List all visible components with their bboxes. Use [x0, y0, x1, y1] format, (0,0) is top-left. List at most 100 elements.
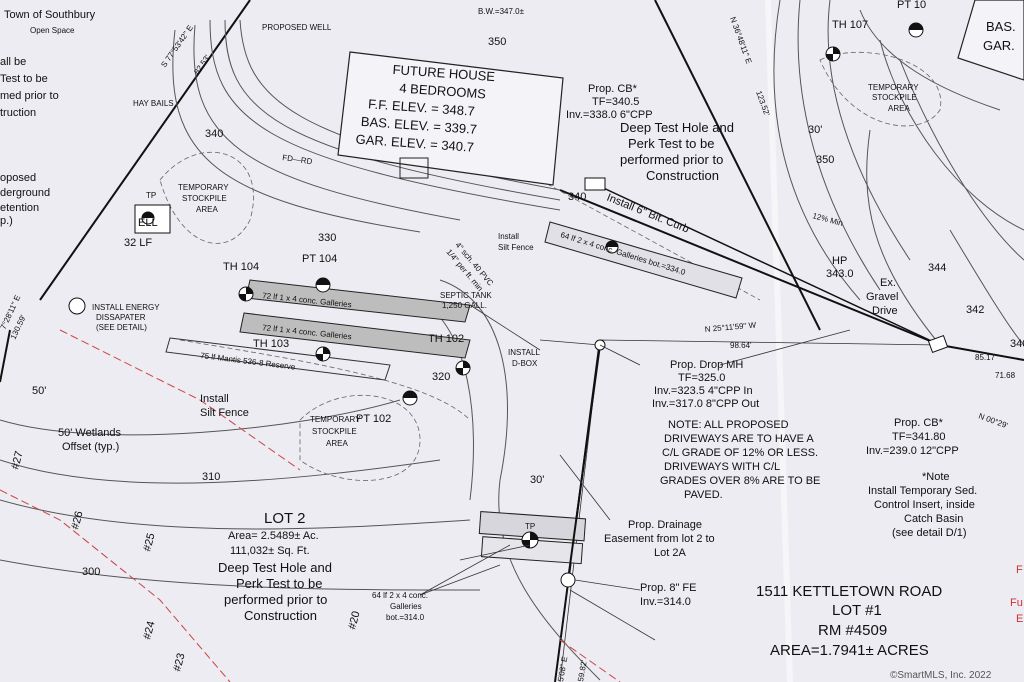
- contour-340-right: 340: [1010, 338, 1024, 350]
- cb-right-2: TF=341.80: [892, 431, 946, 443]
- contour-350-right: 350: [816, 154, 834, 166]
- deep-test-top-1: Deep Test Hole and: [620, 120, 734, 135]
- gravel-2: Gravel: [866, 291, 898, 303]
- left-notes: all be Test to be med prior to truction …: [0, 56, 229, 249]
- flag-20: #20: [346, 610, 362, 631]
- lot1-area: AREA=1.7941± ACRES: [770, 642, 929, 659]
- lot2-note-3: performed prior to: [224, 592, 327, 607]
- thirty-right-label: 30': [808, 124, 822, 136]
- drop-mh-2: TF=325.0: [678, 372, 725, 384]
- pt-top-label: PT 10: [897, 0, 926, 11]
- flag-23: #23: [171, 652, 187, 673]
- fe-1: Prop. 8" FE: [640, 582, 696, 594]
- temp-stock-right-3: AREA: [888, 104, 910, 113]
- top-right-labels: BAS. GAR.: [983, 19, 1016, 53]
- wetland-flag-labels: #27 #26 #25 #24 #23 #20: [9, 450, 362, 673]
- bearing-8: 5'08" E: [556, 656, 569, 682]
- contour-350-top: 350: [488, 36, 506, 48]
- thirty-label: 30': [530, 474, 544, 486]
- contour-300: 300: [82, 566, 100, 578]
- energy-dissipater: [68, 297, 86, 315]
- gravel-1: Ex.: [880, 277, 896, 289]
- flag-25: #25: [141, 532, 157, 553]
- temp-stock-right-1: TEMPORARY: [868, 83, 919, 92]
- lot2-title: LOT 2: [264, 510, 305, 527]
- red-edge-2: Fu: [1010, 597, 1023, 609]
- contour-340-mid: 340: [568, 191, 586, 203]
- catch-basin-right: [927, 334, 949, 354]
- temp-stock-mid-2: STOCKPILE: [312, 427, 357, 436]
- gravel-3: Drive: [872, 305, 898, 317]
- silt-fence-left-1: Install: [200, 393, 229, 405]
- dbox-2: D-BOX: [512, 359, 538, 368]
- temp-stock-right-2: STOCKPILE: [872, 93, 917, 102]
- drop-mh-3: Inv.=323.5 4"CPP In: [654, 385, 753, 397]
- driveway-note-2: DRIVEWAYS ARE TO HAVE A: [664, 433, 814, 445]
- lf32-label: 32 LF: [124, 237, 152, 249]
- header-labels: Town of Southbury Open Space PROPOSED WE…: [4, 7, 525, 48]
- lot1-address: 1511 KETTLETOWN ROAD: [756, 583, 942, 600]
- drop-mh-4: Inv.=317.0 8"CPP Out: [652, 398, 759, 410]
- contour-labels: 340 330 340 320 310 300 350 344 342 340: [82, 128, 1024, 578]
- easement-2: Easement from lot 2 to: [604, 533, 715, 545]
- temp-stock-mid-3: AREA: [326, 439, 348, 448]
- th102-label: TH 102: [428, 333, 464, 345]
- catch-basin-top: [584, 177, 606, 191]
- left-note-1: all be: [0, 56, 26, 68]
- lot1-number: LOT #1: [832, 602, 882, 619]
- paper-fold-line: [765, 0, 793, 682]
- wetland-limit-lines: [0, 329, 621, 682]
- bearing-9: 59.82': [576, 659, 589, 682]
- cb-top-3: Inv.=338.0 6"CPP: [566, 109, 653, 121]
- contour-330: 330: [318, 232, 336, 244]
- adjacent-house-footprint: [957, 0, 1024, 81]
- energy-2: DISSAPATER: [96, 313, 146, 322]
- future-house-footprint: [337, 51, 564, 186]
- star-note-5: (see detail D/1): [892, 527, 967, 539]
- deep-test-top-3: performed prior to: [620, 152, 723, 167]
- left-note-4: truction: [0, 107, 36, 119]
- contour-342: 342: [966, 304, 984, 316]
- red-edge-labels: F Fu E: [1010, 564, 1023, 625]
- cb-right-3: Inv.=239.0 12"CPP: [866, 445, 959, 457]
- bearing-7: 71.68: [995, 371, 1016, 380]
- lot2-gallery-3: bot.=314.0: [386, 613, 425, 622]
- temp-stockpile-left-1: TEMPORARY: [178, 183, 229, 192]
- energy-1: INSTALL ENERGY: [92, 303, 160, 312]
- cb-top-1: Prop. CB*: [588, 83, 638, 95]
- lot2-gallery-2: Galleries: [390, 602, 422, 611]
- watermark: ©SmartMLS, Inc. 2022: [890, 670, 992, 681]
- ell-label: ELL: [138, 217, 158, 229]
- house-title: FUTURE HOUSE: [392, 62, 496, 84]
- proposed-ug-4: p.): [0, 215, 13, 227]
- cb-top-2: TF=340.5: [592, 96, 639, 108]
- easement-3: Lot 2A: [654, 547, 686, 559]
- cb-right-1: Prop. CB*: [894, 417, 944, 429]
- deep-test-top-4: Construction: [646, 168, 719, 183]
- driveway-note-1: NOTE: ALL PROPOSED: [668, 419, 789, 431]
- star-note-2: Install Temporary Sed.: [868, 485, 977, 497]
- contour-310: 310: [202, 471, 220, 483]
- star-note: *Note Install Temporary Sed. Control Ins…: [868, 471, 977, 539]
- lot2-sqft: 111,032± Sq. Ft.: [230, 545, 310, 557]
- left-note-3: med prior to: [0, 90, 59, 102]
- driveway-note-5: GRADES OVER 8% ARE TO BE: [660, 475, 820, 487]
- proposed-ug-1: oposed: [0, 172, 36, 184]
- th103-label: TH 103: [253, 338, 289, 350]
- proposed-ug-3: etention: [0, 202, 39, 214]
- septic-tank-1: SEPTIC TANK: [440, 291, 492, 300]
- hp-1: HP: [832, 255, 847, 267]
- red-edge-1: F: [1016, 564, 1023, 576]
- house-ff-elev: F.F. ELEV. = 348.7: [368, 96, 476, 118]
- star-note-4: Catch Basin: [904, 513, 963, 525]
- leader-lines: [419, 329, 851, 641]
- top-right-bas: BAS.: [986, 19, 1016, 34]
- contour-320: 320: [432, 371, 450, 383]
- bearing-6: 85.17': [975, 353, 997, 362]
- misc-labels: INSTALL ENERGY DISSAPATER (SEE DETAIL) I…: [32, 124, 822, 486]
- lot2-note-2: Perk Test to be: [236, 576, 322, 591]
- flag-26: #26: [69, 510, 85, 531]
- star-note-3: Control Insert, inside: [874, 499, 975, 511]
- town-label: Town of Southbury: [4, 9, 96, 21]
- lot1-block: 1511 KETTLETOWN ROAD LOT #1 RM #4509 ARE…: [756, 583, 942, 659]
